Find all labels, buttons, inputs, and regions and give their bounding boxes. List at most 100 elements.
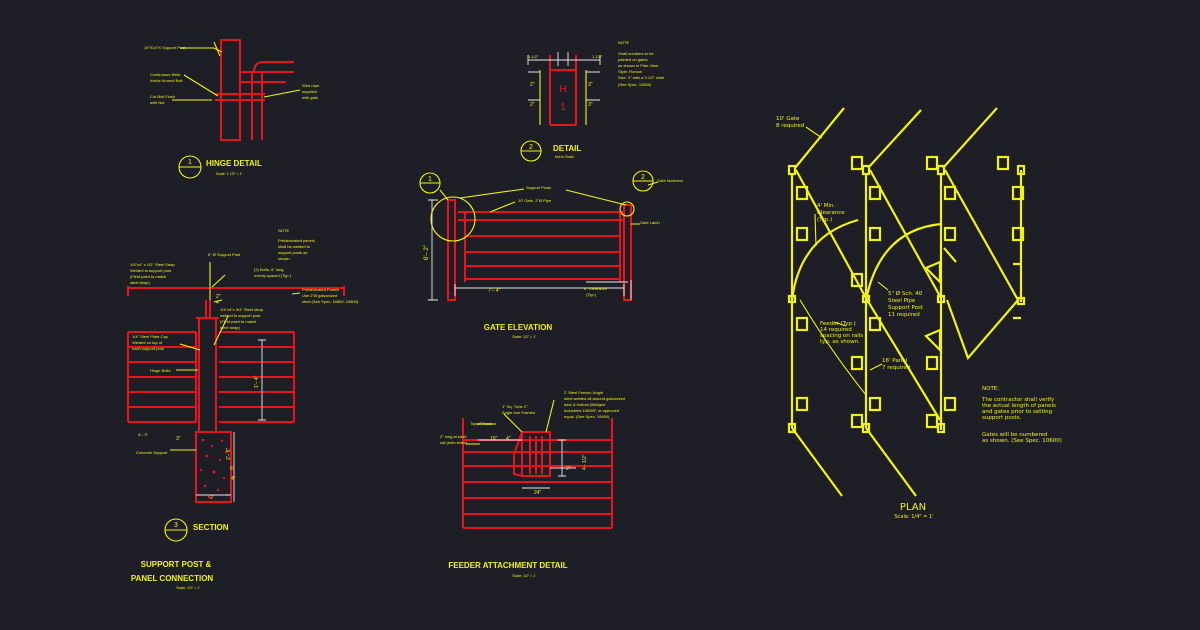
plan-title: PLAN — [900, 502, 926, 513]
gate-callout-numbers: Gate Numbers — [657, 178, 683, 183]
feeder-dim-b: 2" — [566, 466, 571, 472]
plan-post-3: Support Post — [888, 305, 924, 311]
section-dim-lines — [196, 339, 266, 502]
gate-dim-width: 7'– 4" — [488, 288, 501, 294]
gate-callout-latch: Gate Latch — [640, 220, 660, 225]
hinge-note-weld: Continuous Weld — [150, 72, 180, 77]
plan-panels-lower — [790, 298, 943, 430]
plan-post-4: 11 required — [888, 312, 920, 318]
section-callout-bolts: (2) Bolts, 6" long — [254, 267, 283, 272]
gate-elevation-title: GATE ELEVATION — [484, 323, 553, 332]
section-callout-panels-3: steel (See Spec. 10800, 10800) — [302, 299, 359, 304]
feeder-callout-mesh-3: tube & bottom (Bridged — [564, 402, 605, 407]
section-dim-g: 6" — [230, 466, 235, 472]
feeder-scale: Scale: 1/2" = 1' — [512, 574, 536, 578]
feeder-callout-left: 2" long at each — [440, 434, 467, 439]
hinge-note-pipe: Wire rope — [302, 83, 320, 88]
number-dim-right: 1-1/2" — [592, 54, 603, 59]
gate-bubble-left-number: 1 — [428, 176, 432, 183]
plan-leaders — [805, 126, 889, 371]
feeder-title: FEEDER ATTACHMENT DETAIL — [448, 561, 567, 570]
feeder-dim-24: 24" — [534, 490, 542, 496]
feeder-dim-c: 4– 1/2" — [582, 454, 588, 470]
hinge-note-cut-2: with Nut — [150, 100, 165, 105]
number-note-l1: Shall numbers to be — [618, 51, 654, 56]
feeder-callout-mesh-4: Industries 10606F, or approved — [564, 408, 619, 413]
plan-post-1: 5" Ø Sch. 40 — [888, 290, 923, 297]
section-leaders — [170, 262, 301, 451]
gate-clearance: 6" Clearance — [584, 286, 608, 291]
section-bubble-number: 3 — [174, 522, 178, 529]
gate-support-post-right — [623, 204, 632, 301]
number-note-l3: as shown in Plan View. — [618, 63, 659, 68]
number-detail-bubble-number: 2 — [529, 144, 533, 151]
feeder-panel-rails — [462, 418, 613, 529]
number-note-l6: (See Spec. 10800) — [618, 82, 652, 87]
plan-feeder-2: 14 required — [820, 327, 852, 333]
hinge-leaders — [172, 47, 301, 101]
support-post-title-2: PANEL CONNECTION — [131, 574, 214, 583]
gate-dim-height: 6'– 2" — [424, 245, 430, 260]
number-note-l5: Size: 3" with a 3-1/2" wide — [618, 75, 665, 80]
section-callout-bolts-2: evenly spaced (Typ.) — [254, 273, 292, 278]
feeder-callout-tube-2: Angle Iron Frames — [502, 410, 535, 415]
section-callout-strap: 1/4"x4" x 1/2" Steel Strap — [130, 262, 176, 267]
gate-dimension-lines — [428, 199, 632, 301]
gate-leaders — [439, 181, 659, 225]
gate-elevation-scale: Scale: 1/2" = 1' — [512, 335, 536, 339]
hinge-elbow — [253, 61, 294, 73]
number-dim-left: 1-1/2" — [528, 54, 539, 59]
gate-callout-gate: 10' Gate, 2"Ø Pipe — [518, 198, 552, 203]
support-post-section: NOTE Prefabricated panels shall be welde… — [127, 228, 359, 590]
section-callout-cap-2: Welded on top of — [132, 340, 163, 345]
plan-note-l1: The contractor shall verify — [981, 397, 1055, 403]
number-detail-dim-lines — [539, 70, 587, 125]
section-note-l3: support posts as — [278, 250, 307, 255]
plan-clearance-1: 4' Min. — [817, 203, 836, 209]
plan-clearance-2: Clearance — [817, 210, 845, 216]
hinge-detail-bubble-number: 1 — [188, 159, 192, 166]
feeder-box-slats — [513, 431, 543, 477]
plan-diagonals-lower — [791, 297, 1019, 497]
section-callout-plate-4: steel strap) — [220, 325, 240, 330]
number-note-l4: Style: Roman — [618, 69, 642, 74]
gate-callout-circle-2 — [619, 201, 635, 217]
section-dim-e: 3" — [176, 436, 181, 442]
section-concrete: Concrete Support — [136, 450, 168, 455]
section-note-title: NOTE — [278, 228, 289, 233]
feeder-dim-16: 16" — [490, 436, 498, 442]
number-plate-letter: H — [559, 84, 566, 95]
support-post-title-1: SUPPORT POST & — [141, 560, 212, 569]
gate-bubble-right-number: 2 — [641, 174, 645, 181]
gate-support-post-left — [447, 199, 456, 301]
hinge-detail-scale: Scale: 1 1/2" = 1' — [216, 172, 243, 176]
plan-scale: Scale: 1/4" = 1' — [895, 514, 934, 520]
section-note-l4: shown. — [278, 256, 291, 261]
plan-arc-lower — [799, 299, 867, 396]
section-dim-b: 4" — [216, 300, 221, 306]
hinge-note-pipe-3: with gate — [302, 95, 319, 100]
feeder-dim-a: 4" — [506, 436, 511, 442]
section-callout-strap-4: steel strap) — [130, 280, 150, 285]
plan-note-l6: as shown. (See Spec. 10600) — [982, 438, 1062, 444]
feeder-callout-left-2: rail (both sides) — [440, 440, 468, 445]
section-panel-right — [219, 331, 295, 423]
feeder-box — [521, 431, 551, 477]
section-callout-post: 6" Ø Support Post — [208, 252, 241, 257]
feeder-callout-mesh-5: equal. (See Spec. 10800) — [564, 414, 610, 419]
plan-feeders — [795, 155, 1025, 429]
feeder-callout-mesh: 2' Steel Feeder, Angle — [564, 390, 604, 395]
number-detail: H 1 1-1/2" 1-1/2" 2" 2" 3" 3" NOTE Shall… — [520, 40, 665, 162]
section-dim-h: 2' — [210, 495, 214, 501]
section-top-rail — [127, 286, 345, 296]
hinge-detail: 10"X10"X Support Post Continuous Weld In… — [144, 39, 320, 179]
feeder-dim-lines — [478, 439, 576, 489]
plan-feeder-1: Feeder (Typ.) — [820, 321, 856, 327]
section-concrete-hatch — [199, 438, 229, 499]
plan-panel-ticks — [1013, 262, 1021, 320]
section-note-l2: shall be welded to — [278, 244, 311, 249]
plan-note-title: NOTE: — [982, 386, 999, 392]
section-dim-c: 1'– 4" — [254, 375, 260, 388]
